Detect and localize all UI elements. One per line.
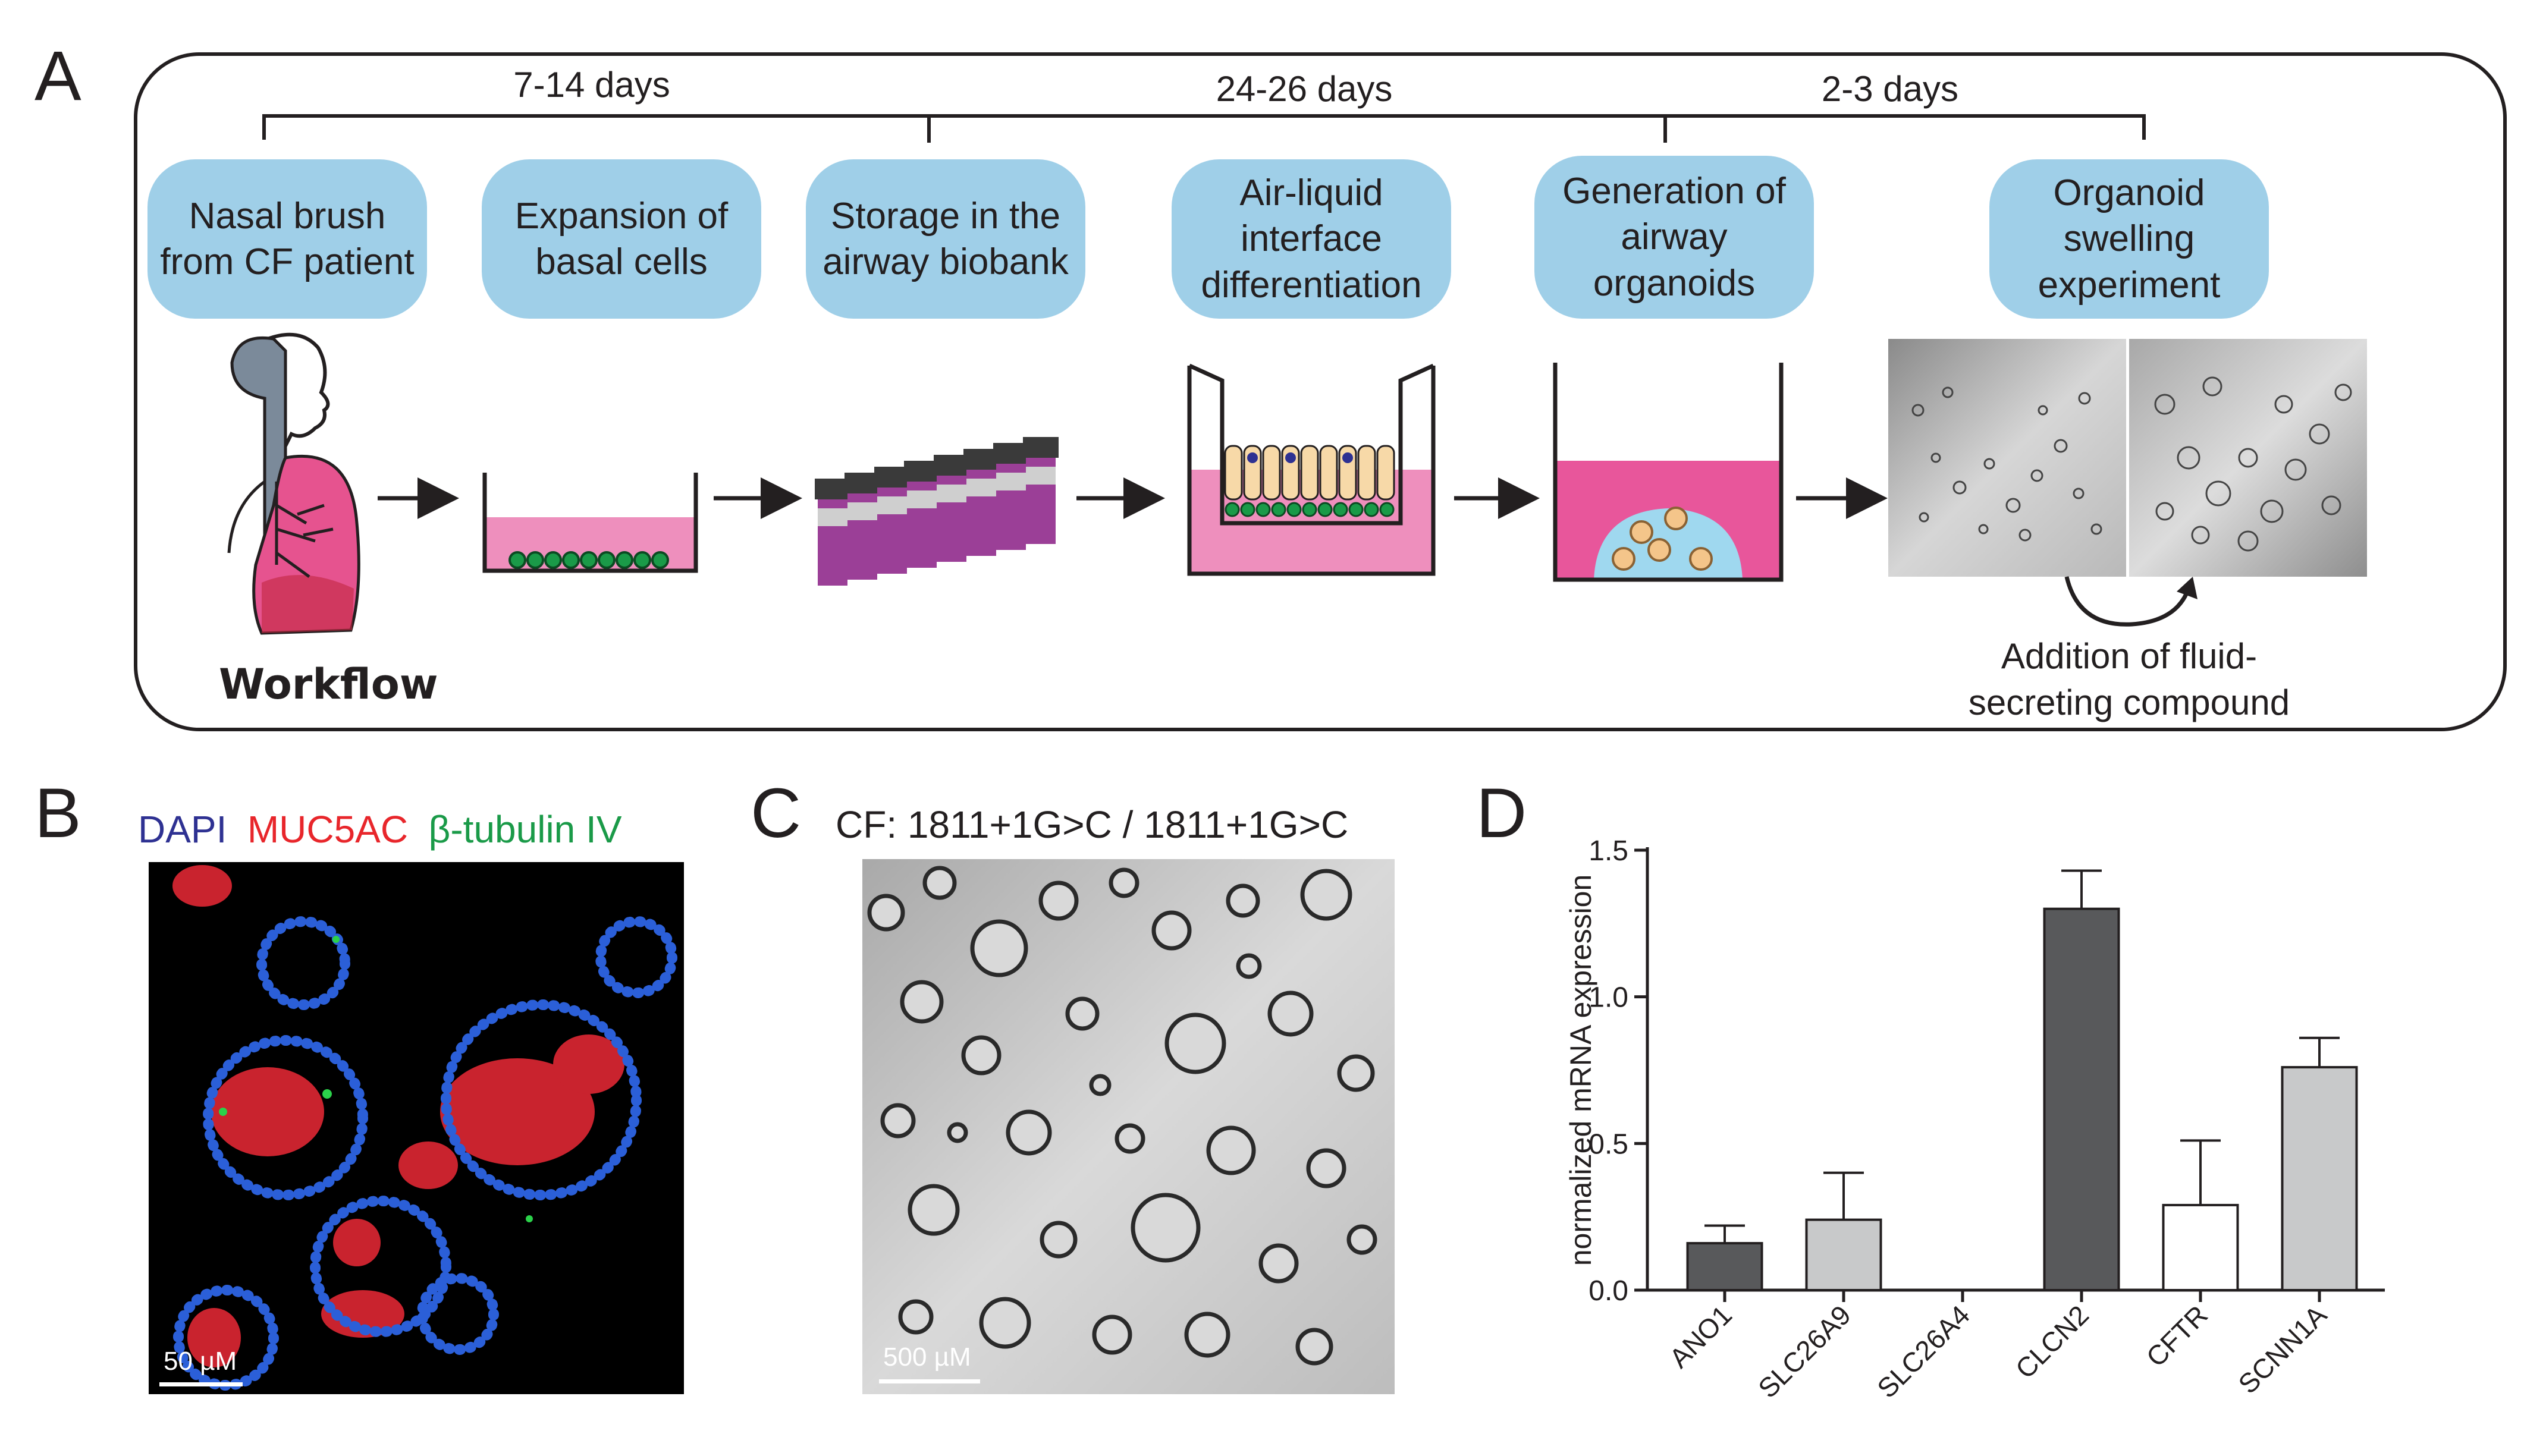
scale-bar-b (159, 1382, 243, 1386)
y-tick-label: 0.5 (1589, 1128, 1628, 1160)
duration-label-2: 24-26 days (1216, 69, 1393, 109)
panel-b-legend: DAPI MUC5AC β-tubulin IV (138, 807, 622, 851)
bar-ano1 (1686, 1242, 1763, 1291)
x-tick-label-ano1: ANO1 (1663, 1299, 1738, 1373)
step-expansion: Expansion of basal cells (482, 159, 761, 319)
bar-scnn1a (2281, 1066, 2358, 1291)
y-tick-label: 1.0 (1589, 982, 1628, 1014)
bar-cftr (2162, 1203, 2239, 1292)
x-tick-label-slc26a9: SLC26A9 (1752, 1299, 1857, 1404)
biobank-vials (815, 437, 1059, 586)
organoid-well (1553, 363, 1784, 582)
step-storage: Storage in the airway biobank (806, 159, 1085, 319)
step-swelling-experiment: Organoid swelling experiment (1989, 159, 2269, 319)
step-ali-differentiation: Air-liquid interface differentiation (1172, 159, 1451, 319)
panel-letter-c: C (751, 774, 802, 853)
bar-slc26a9 (1805, 1218, 1882, 1291)
legend-beta-tubulin: β-tubulin IV (428, 808, 622, 851)
scale-label-c: 500 µM (883, 1342, 971, 1372)
panel-c-title: CF: 1811+1G>C / 1811+1G>C (836, 803, 1349, 846)
mrna-expression-chart: 0.0 0.5 1.0 1.5 normalized mRNA expressionAN… (1564, 835, 2385, 1404)
workflow-frame (134, 52, 2507, 731)
y-tick-label: 0.0 (1589, 1275, 1628, 1307)
workflow-label: Workflow (219, 660, 438, 709)
swelling-caption: Addition of fluid- secreting compound (1968, 636, 2290, 722)
y-tick-label: 1.5 (1589, 835, 1628, 867)
expansion-dish (482, 473, 698, 573)
bar-clcn2 (2043, 907, 2120, 1291)
panel-letter-a: A (34, 37, 81, 115)
patient-lungs-illustration (227, 332, 360, 635)
timeline-bracket (262, 114, 2146, 143)
scale-bar-c (879, 1379, 980, 1383)
swelling-curved-arrow (2064, 576, 2197, 627)
legend-muc5ac: MUC5AC (247, 808, 409, 851)
legend-dapi: DAPI (138, 808, 227, 851)
immunofluorescence-image (149, 862, 684, 1394)
y-axis-label: normalized mRNA expression (1564, 875, 1597, 1266)
organoid-micrograph (862, 859, 1395, 1394)
workflow-arrows (378, 477, 1888, 519)
air-liquid-interface-transwell (1187, 363, 1436, 576)
duration-label-1: 7-14 days (513, 65, 670, 105)
swelling-micrograph-before (1888, 339, 2126, 577)
swelling-micrograph-after (2129, 339, 2367, 577)
scale-label-b: 50 µM (164, 1347, 237, 1376)
panel-letter-d: D (1476, 774, 1527, 853)
x-tick-label-clcn2: CLCN2 (2010, 1299, 2095, 1384)
x-tick-label-slc26a4: SLC26A4 (1871, 1299, 1976, 1404)
x-tick-label-cftr: CFTR (2140, 1299, 2214, 1372)
panel-letter-b: B (34, 774, 81, 853)
step-organoid-generation: Generation of airway organoids (1534, 156, 1814, 319)
x-tick-label-scnn1a: SCNN1A (2232, 1299, 2332, 1400)
step-nasal-brush: Nasal brush from CF patient (147, 159, 427, 319)
duration-label-3: 2-3 days (1821, 69, 1959, 109)
